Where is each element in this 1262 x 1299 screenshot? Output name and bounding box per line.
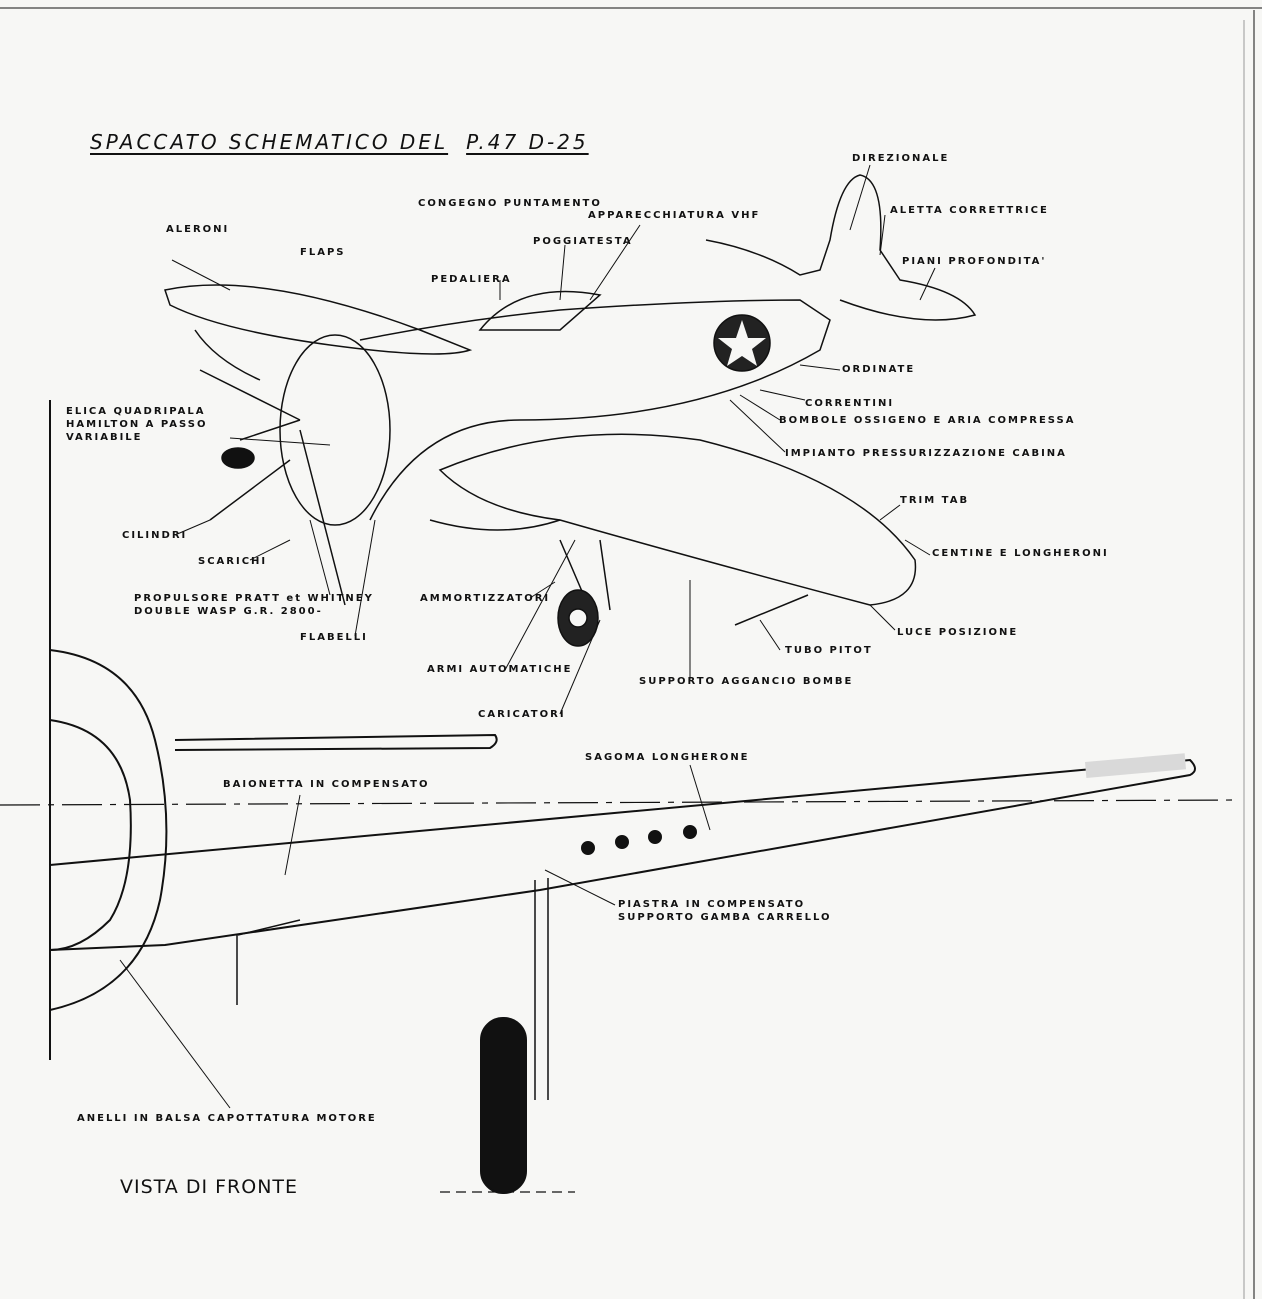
label-vhf: APPARECCHIATURA VHF bbox=[588, 210, 761, 221]
view-caption: VISTA DI FRONTE bbox=[120, 1176, 299, 1198]
label-luce: LUCE POSIZIONE bbox=[897, 627, 1019, 638]
label-aletta: ALETTA CORRETTRICE bbox=[890, 205, 1049, 216]
label-ammortizzatori: AMMORTIZZATORI bbox=[420, 593, 551, 604]
label-piani: PIANI PROFONDITA' bbox=[902, 256, 1047, 267]
label-propulsore-line: PROPULSORE PRATT et WHITNEY bbox=[134, 593, 374, 604]
label-correntini: CORRENTINI bbox=[805, 398, 895, 409]
label-piastra-line: SUPPORTO GAMBA CARRELLO bbox=[618, 912, 832, 923]
label-propulsore: PROPULSORE PRATT et WHITNEY DOUBLE WASP … bbox=[134, 592, 374, 618]
title-model: P.47 D-25 bbox=[466, 130, 589, 154]
label-congegno: CONGEGNO PUNTAMENTO bbox=[418, 198, 602, 209]
label-elica-line: ELICA QUADRIPALA bbox=[66, 406, 206, 417]
label-trim-tab: TRIM TAB bbox=[900, 495, 970, 506]
label-elica: ELICA QUADRIPALA HAMILTON A PASSO VARIAB… bbox=[66, 405, 208, 444]
label-centine: CENTINE E LONGHERONI bbox=[932, 548, 1109, 559]
label-elica-line: HAMILTON A PASSO bbox=[66, 419, 208, 430]
front-view bbox=[0, 400, 1241, 1194]
label-direzionale: DIREZIONALE bbox=[852, 153, 950, 164]
label-ordinate: ORDINATE bbox=[842, 364, 916, 375]
label-anelli: ANELLI IN BALSA CAPOTTATURA MOTORE bbox=[77, 1113, 377, 1124]
label-baionetta: BAIONETTA IN COMPENSATO bbox=[223, 779, 430, 790]
label-piastra-line: PIASTRA IN COMPENSATO bbox=[618, 899, 806, 910]
label-sagoma: SAGOMA LONGHERONE bbox=[585, 752, 750, 763]
label-impianto: IMPIANTO PRESSURIZZAZIONE CABINA bbox=[785, 448, 1067, 459]
label-armi: ARMI AUTOMATICHE bbox=[427, 664, 573, 675]
title-prefix: SPACCATO SCHEMATICO DEL bbox=[90, 130, 449, 154]
label-supporto-bombe: SUPPORTO AGGANCIO BOMBE bbox=[639, 676, 854, 687]
label-flabelli: FLABELLI bbox=[300, 632, 368, 643]
label-pedaliera: PEDALIERA bbox=[431, 274, 512, 285]
airplane-cutaway bbox=[164, 164, 977, 715]
label-bombole: BOMBOLE OSSIGENO E ARIA COMPRESSA bbox=[779, 415, 1076, 426]
label-poggiatesta: POGGIATESTA bbox=[533, 236, 633, 247]
drawing-title: SPACCATO SCHEMATICO DEL P.47 D-25 bbox=[90, 130, 589, 154]
page-ruler bbox=[0, 7, 1262, 1299]
label-caricatori: CARICATORI bbox=[478, 709, 566, 720]
label-elica-line: VARIABILE bbox=[66, 432, 143, 443]
label-scarichi: SCARICHI bbox=[198, 556, 268, 567]
label-piastra: PIASTRA IN COMPENSATO SUPPORTO GAMBA CAR… bbox=[618, 898, 831, 924]
label-pitot: TUBO PITOT bbox=[785, 645, 873, 656]
label-flaps: FLAPS bbox=[300, 247, 346, 258]
label-propulsore-line: DOUBLE WASP G.R. 2800- bbox=[134, 606, 323, 617]
label-aleroni: ALERONI bbox=[166, 224, 230, 235]
label-cilindri: CILINDRI bbox=[122, 530, 188, 541]
